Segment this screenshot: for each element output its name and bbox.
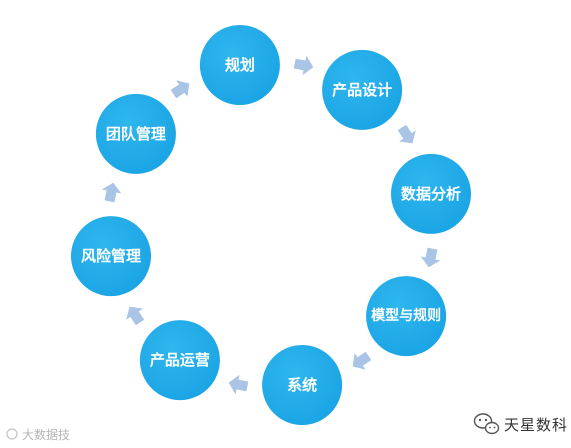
arrow-plan-to-product-design-icon bbox=[293, 55, 314, 76]
arrow-model-rules-to-system-icon bbox=[352, 351, 372, 370]
node-model-rules: 模型与规则 bbox=[366, 276, 447, 357]
node-label: 数据分析 bbox=[401, 185, 461, 203]
node-label: 风险管理 bbox=[81, 247, 141, 265]
node-label: 产品设计 bbox=[332, 81, 392, 99]
node-system: 系统 bbox=[262, 345, 343, 425]
watermark-text: 大数据技 bbox=[22, 427, 70, 442]
node-circle bbox=[139, 320, 220, 401]
node-label: 产品运营 bbox=[150, 351, 210, 369]
node-product-ops: 产品运营 bbox=[139, 320, 220, 401]
watermark-logo-icon bbox=[6, 428, 18, 440]
node-label: 规划 bbox=[225, 56, 255, 74]
arrow-risk-mgmt-to-team-mgmt-icon bbox=[101, 182, 122, 203]
node-circle bbox=[199, 25, 280, 105]
arrow-system-to-product-ops-icon bbox=[228, 374, 249, 395]
brand: 天星数科 bbox=[473, 413, 568, 435]
arrow-data-analysis-to-model-rules-icon bbox=[420, 247, 441, 268]
node-label: 团队管理 bbox=[106, 125, 166, 143]
node-risk-mgmt: 风险管理 bbox=[71, 216, 151, 297]
node-circle bbox=[262, 345, 343, 425]
arrow-layer bbox=[101, 55, 441, 395]
brand-name: 天星数科 bbox=[504, 416, 568, 434]
node-circle bbox=[95, 93, 176, 174]
node-label: 模型与规则 bbox=[371, 307, 441, 324]
arrow-product-ops-to-risk-mgmt-icon bbox=[126, 306, 145, 326]
node-circle bbox=[322, 49, 403, 130]
node-data-analysis: 数据分析 bbox=[391, 153, 471, 234]
node-team-mgmt: 团队管理 bbox=[95, 93, 176, 174]
arrow-product-design-to-data-analysis-icon bbox=[397, 124, 416, 144]
node-plan: 规划 bbox=[199, 25, 280, 105]
node-product-design: 产品设计 bbox=[322, 49, 403, 130]
node-label: 系统 bbox=[287, 376, 317, 394]
node-circle bbox=[366, 276, 447, 357]
node-circle bbox=[391, 153, 471, 234]
node-circle bbox=[71, 216, 151, 297]
wechat-icon bbox=[473, 413, 500, 435]
arrow-team-mgmt-to-plan-icon bbox=[170, 80, 190, 99]
watermark: 大数据技 bbox=[6, 427, 70, 442]
